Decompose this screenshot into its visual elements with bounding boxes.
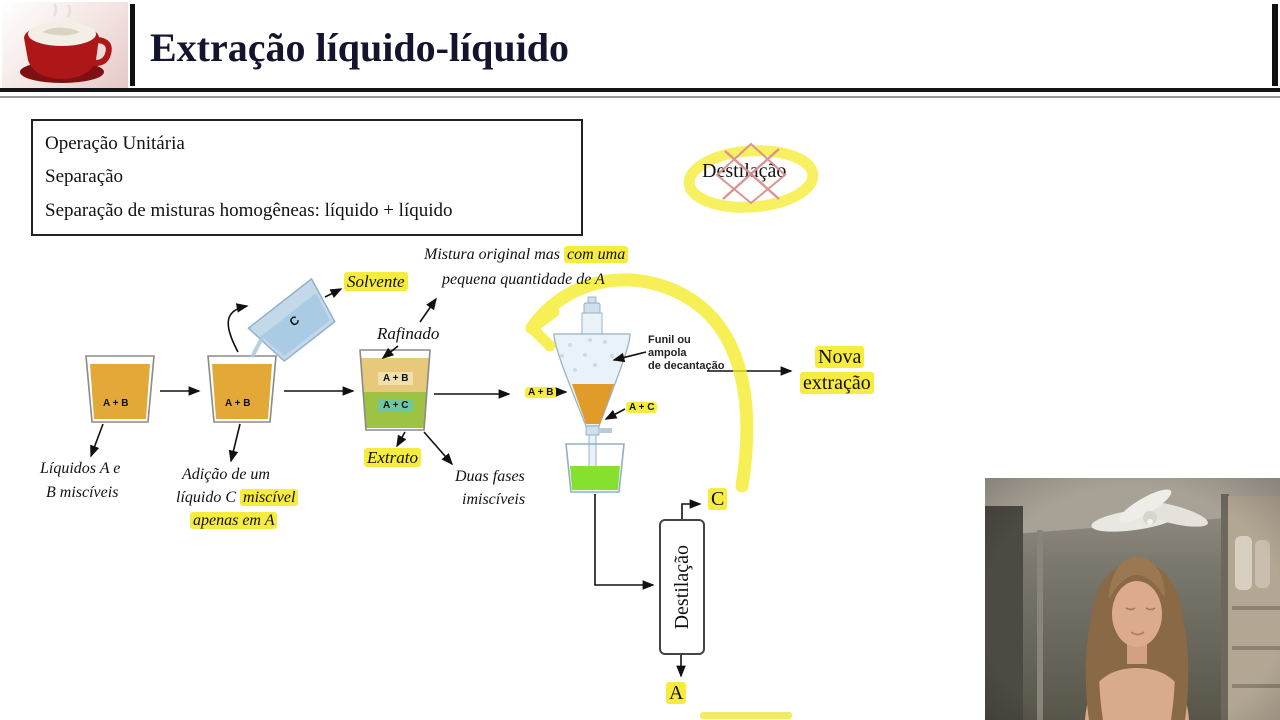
- nova-extracao-text-2: extração: [800, 372, 874, 394]
- header-rule: [0, 88, 1280, 92]
- funil-caption-line-3: de decantação: [648, 360, 725, 372]
- beaker2-label: A + B: [225, 398, 251, 409]
- header-rule-thin: [0, 96, 1280, 98]
- adicao-plain: líquido C: [176, 489, 241, 506]
- output-c-text: C: [708, 488, 728, 510]
- extrato-text: Extrato: [364, 448, 421, 467]
- definition-line-2: Separação: [45, 166, 124, 188]
- beaker1-label: A + B: [103, 398, 129, 409]
- funil-caption-line-2: ampola: [648, 347, 687, 359]
- mistura-plain: Mistura original mas: [424, 246, 565, 263]
- beaker3-top-label: A + B: [378, 372, 414, 385]
- adicao-line-1: Adição de um: [182, 466, 270, 483]
- mistura-highlight: com uma: [564, 246, 629, 263]
- highlight-smear: [700, 712, 792, 719]
- funil-caption: Funil ou ampola de decantação: [648, 334, 724, 373]
- mistura-line-1: Mistura original mas com uma: [424, 246, 629, 264]
- header-divider-left: [130, 4, 135, 86]
- output-a-label: A: [666, 682, 687, 705]
- liquidos-line-1: Líquidos A e: [40, 460, 121, 477]
- output-a-text: A: [666, 682, 687, 704]
- duas-fases-line-2: imiscíveis: [462, 491, 526, 508]
- beaker-1: [85, 355, 155, 423]
- duas-fases-line-1: Duas fases: [455, 468, 525, 485]
- vignette: [985, 478, 1280, 720]
- adicao-line-2: líquido C miscível: [176, 489, 299, 507]
- definition-box: Operação Unitária Separação Separação de…: [31, 119, 583, 236]
- definition-line-1: Operação Unitária: [45, 132, 185, 154]
- separating-funnel: [553, 296, 631, 474]
- solvent-cup: [247, 277, 336, 363]
- beaker3-bottom-label: A + C: [378, 399, 414, 412]
- extrato-label: Extrato: [364, 448, 421, 468]
- funil-caption-line-1: Funil ou: [648, 334, 691, 346]
- nova-extracao-line-1: Nova: [815, 346, 865, 369]
- coffee-cup-logo: [2, 2, 128, 88]
- crossed-out-destilacao: Destilação: [702, 160, 787, 182]
- collection-beaker: [565, 443, 625, 493]
- liquidos-line-2: B miscíveis: [46, 484, 119, 501]
- marker-arrow-recycle: [525, 273, 754, 493]
- destilacao-box: Destilação: [659, 519, 705, 655]
- page-title: Extração líquido-líquido: [150, 25, 569, 70]
- marker-loop-destilacao: [683, 145, 819, 213]
- red-x-icon: [715, 142, 787, 205]
- webcam-scene: [985, 478, 1280, 720]
- output-c-label: C: [708, 488, 728, 511]
- funnel-bottom-phase-chip: A + C: [626, 402, 658, 413]
- funnel-top-phase-chip: A + B: [525, 387, 557, 398]
- mistura-line-2: pequena quantidade de A: [442, 271, 605, 288]
- webcam-overlay: [985, 478, 1280, 720]
- adicao-highlight-1: miscível: [240, 489, 299, 506]
- pour-stream: [250, 335, 265, 358]
- rafinado-label: Rafinado: [377, 324, 440, 343]
- solvente-text: Solvente: [344, 272, 408, 291]
- header-divider-right: [1272, 4, 1278, 86]
- nova-extracao-text-1: Nova: [815, 346, 865, 368]
- adicao-highlight-2: apenas em A: [190, 512, 278, 529]
- definition-line-3: Separação de misturas homogêneas: líquid…: [45, 200, 453, 222]
- flow-arrows: [90, 288, 793, 678]
- adicao-line-3: apenas em A: [190, 512, 278, 530]
- coffee-cup-logo-art: [20, 3, 112, 83]
- nova-extracao-line-2: extração: [800, 372, 874, 395]
- solvente-label: Solvente: [344, 272, 408, 292]
